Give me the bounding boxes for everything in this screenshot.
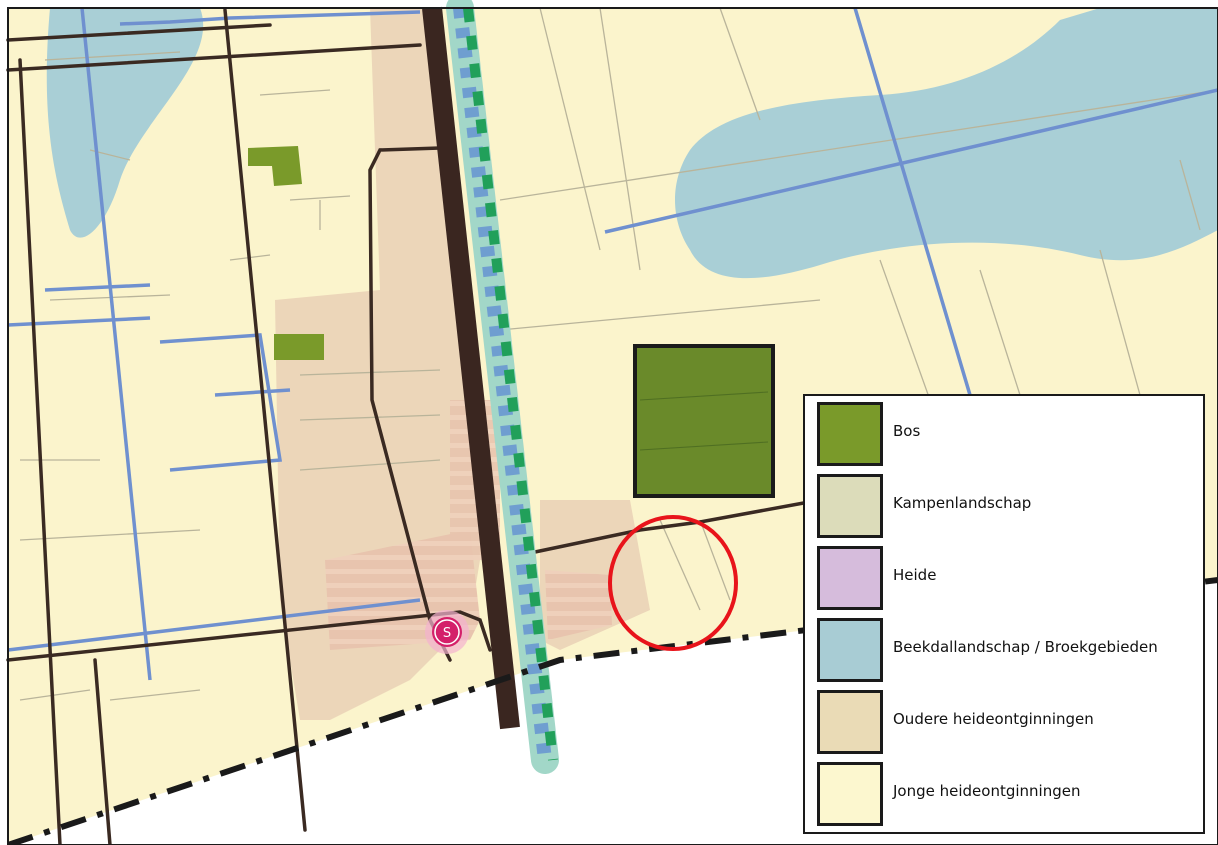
green-corridor xyxy=(453,7,552,761)
highlight-circle xyxy=(608,515,738,651)
water-courses xyxy=(7,7,1218,681)
railway xyxy=(422,6,520,730)
legend-item-jonge-heideontginningen: Jonge heideontginningen xyxy=(817,762,1197,826)
legend-item-kampenlandschap: Kampenlandschap xyxy=(817,474,1197,538)
beekdallandschap-swatch xyxy=(817,618,883,682)
roads xyxy=(6,8,822,845)
legend-item-beekdallandschap: Beekdallandschap / Broekgebieden xyxy=(817,618,1197,682)
legend-item-bos: Bos xyxy=(817,402,1197,466)
station-label: S xyxy=(443,626,451,641)
legend-label: Bos xyxy=(893,422,921,440)
map-frame xyxy=(7,7,1218,845)
bos-swatch xyxy=(817,402,883,466)
forest-block-divider xyxy=(639,441,769,451)
forest-patch xyxy=(274,334,324,360)
legend-label: Kampenlandschap xyxy=(893,494,1032,512)
jonge-heideontginningen-swatch xyxy=(817,762,883,826)
map-legend: Bos Kampenlandschap Heide Beekdallandsch… xyxy=(803,394,1205,834)
station-marker[interactable]: S xyxy=(425,610,469,654)
legend-label: Heide xyxy=(893,566,937,584)
kampenlandschap-swatch xyxy=(817,474,883,538)
legend-item-heide: Heide xyxy=(817,546,1197,610)
legend-label: Beekdallandschap / Broekgebieden xyxy=(893,638,1158,656)
older-reclamation-area xyxy=(545,570,612,640)
forest-block xyxy=(633,344,775,498)
legend-label: Oudere heideontginningen xyxy=(893,710,1094,728)
forest-block-divider xyxy=(639,391,769,401)
stream-valley-area xyxy=(675,8,1218,279)
oudere-heideontginningen-swatch xyxy=(817,690,883,754)
legend-item-oudere-heideontginningen: Oudere heideontginningen xyxy=(817,690,1197,754)
heide-swatch xyxy=(817,546,883,610)
legend-label: Jonge heideontginningen xyxy=(893,782,1081,800)
forest-patch xyxy=(248,146,302,186)
